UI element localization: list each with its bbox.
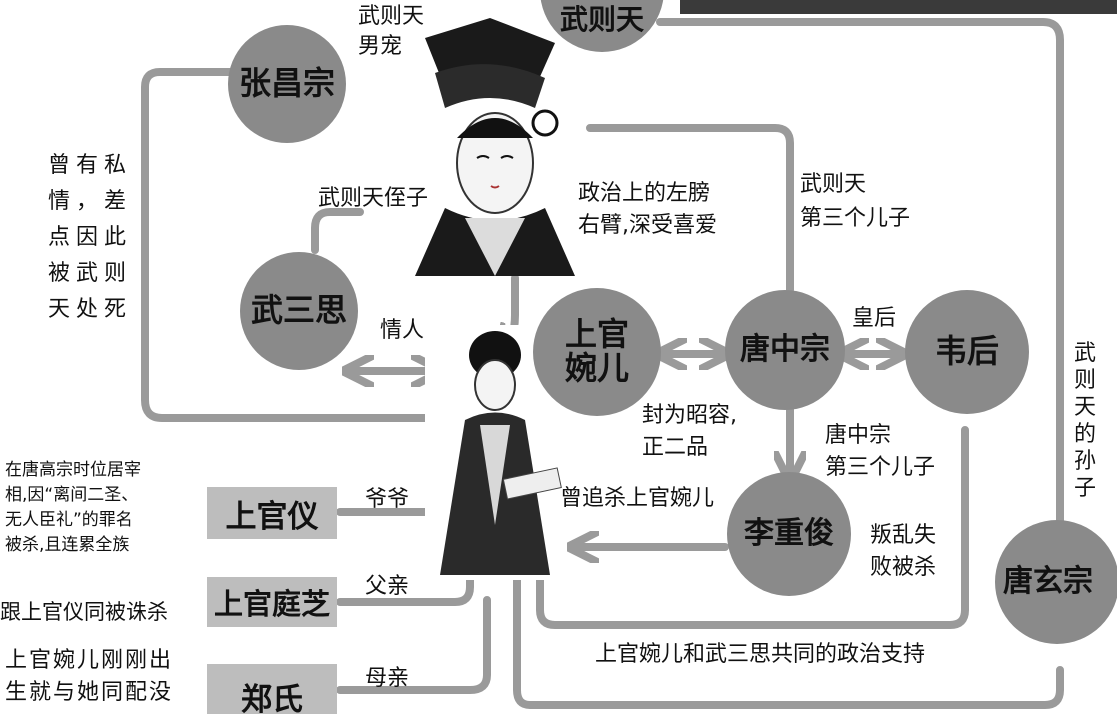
line-zheng-to-waner — [336, 596, 491, 694]
label-zhaorong: 封为昭容, 正二品 — [642, 403, 737, 460]
node-weihou: 韦后 — [905, 290, 1029, 414]
title-banner — [680, 0, 1117, 14]
box-shangguanyi: 上官仪 — [207, 487, 337, 539]
line-wu-to-xuanzong — [656, 18, 1064, 544]
node-wusansi: 武三思 — [240, 252, 358, 370]
label-zhongzong-third-son: 唐中宗 第三个儿子 — [825, 423, 936, 480]
label-zheng-note: 上官婉儿刚刚出 生就与她同配没 — [5, 648, 174, 705]
node-shangguanwaner: 上官 婉儿 — [533, 288, 661, 416]
label-third-son: 武则天 第三个儿子 — [800, 172, 911, 231]
node-tangzhongzong: 唐中宗 — [725, 290, 845, 410]
node-lichongjun: 李重俊 — [727, 472, 851, 596]
label-grandfather: 爷爷 — [365, 487, 410, 512]
label-grandson: 武则天的孙子 — [1073, 341, 1096, 501]
label-mother: 母亲 — [365, 666, 410, 691]
line-wusansi-up — [311, 208, 364, 254]
label-nephew: 武则天侄子 — [318, 186, 429, 211]
label-tried-to-kill: 曾追杀上官婉儿 — [560, 486, 715, 511]
node-zhangchangzong: 张昌宗 — [228, 25, 346, 143]
line-wu-to-zhongzong — [586, 124, 794, 294]
wuzetian-portrait-image — [405, 18, 575, 276]
label-tingzhi-note: 跟上官仪同被诛杀 — [0, 600, 168, 624]
label-political-support: 上官婉儿和武三思共同的政治支持 — [595, 642, 926, 667]
node-tangxuanzong: 唐玄宗 — [995, 520, 1117, 644]
label-lover: 情人 — [380, 318, 425, 343]
label-empress: 皇后 — [852, 306, 897, 331]
label-rebellion: 叛乱失 败被杀 — [870, 523, 937, 580]
line-tingzhi-to-waner — [336, 556, 474, 606]
box-zhengshi: 郑氏 — [207, 664, 337, 714]
line-weihou-to-waner — [536, 426, 969, 629]
line-zhang-to-waner — [141, 68, 454, 422]
label-right-hand: 政治上的左膀 右臂,深受喜爱 — [578, 181, 717, 238]
label-male-favorite: 武则天 男宠 — [358, 4, 425, 59]
label-affair: 曾有私情，差点因此被武则天处死 — [47, 153, 132, 322]
label-yi-note: 在唐高宗时位居宰 相,因“离间二圣、 无人臣礼”的罪名 被杀,且连累全族 — [5, 460, 141, 555]
label-father: 父亲 — [365, 574, 410, 599]
line-xuanzong-bottom — [513, 566, 1064, 709]
box-shangguantingzhi: 上官庭芝 — [207, 577, 337, 627]
